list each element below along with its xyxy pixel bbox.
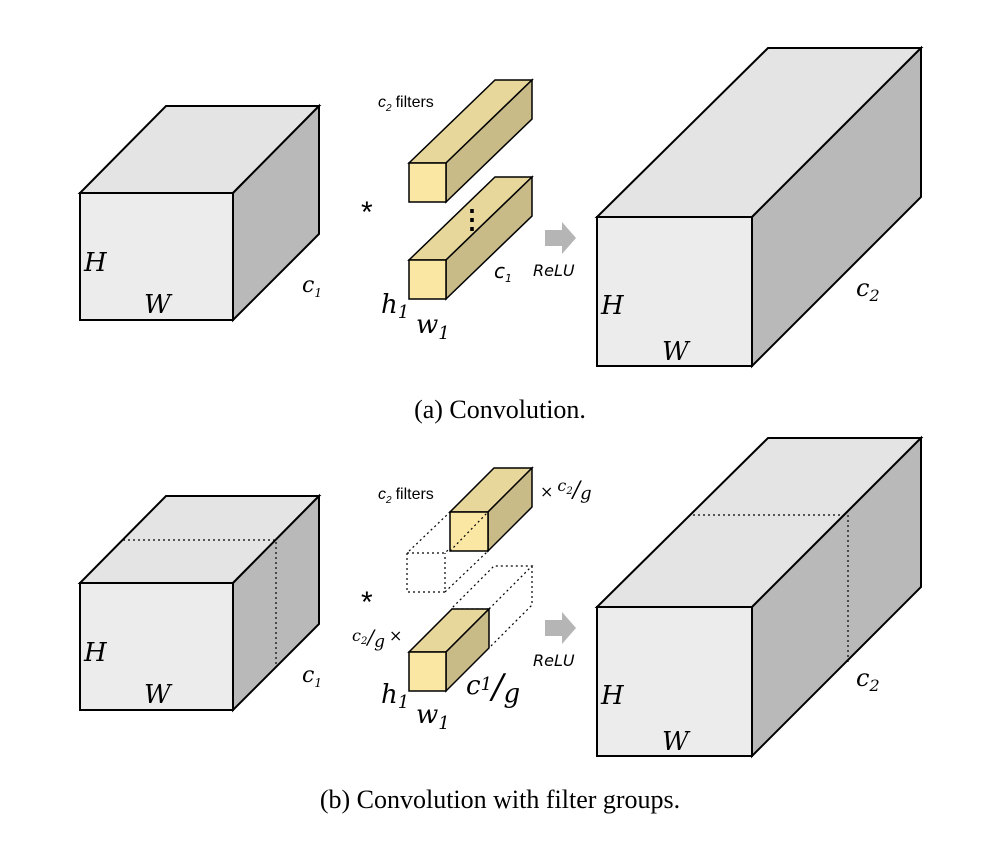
input-volume-b: [77, 493, 322, 713]
input-width-label: W: [144, 290, 173, 320]
relu-arrow-icon: [545, 222, 576, 254]
relu-arrow-icon: [545, 612, 576, 644]
convolution-operator: *: [361, 196, 373, 229]
input-front-face: [79, 582, 234, 711]
group-multiplier-left: c2/g×: [352, 625, 402, 652]
output-height-label: H: [600, 681, 625, 711]
input-channels-label: c1: [302, 663, 322, 690]
filter-channel-label: c1: [494, 259, 512, 285]
filter-height-label: h1: [381, 290, 409, 323]
caption-b: (b) Convolution with filter groups.: [320, 785, 680, 814]
filter-width-label: w1: [416, 310, 450, 344]
group-multiplier-top: ×c2/g: [540, 476, 592, 504]
relu-label: ReLU: [533, 261, 575, 280]
filter-group-top: [405, 466, 534, 593]
output-width-label: W: [662, 337, 691, 367]
filter-width-label: w1: [416, 700, 450, 734]
input-height-label: H: [83, 638, 108, 668]
input-volume-a: [77, 103, 322, 323]
filter-bar-bottom: [407, 175, 534, 301]
filter-height-label: h1: [381, 680, 409, 713]
output-channels-label: c2: [856, 274, 880, 305]
input-width-label: W: [144, 680, 173, 710]
output-volume-b: [594, 435, 924, 759]
output-front-face: [596, 606, 753, 757]
group-partition-line: [693, 514, 849, 664]
input-height-label: H: [83, 248, 108, 278]
output-channels-label: c2: [856, 664, 880, 695]
relu-label: ReLU: [533, 651, 575, 670]
group-partition-line: [123, 539, 277, 667]
filters-ellipsis: ⋮: [459, 204, 485, 234]
input-channels-label: c1: [302, 273, 322, 300]
filter-group-bottom: [407, 565, 534, 693]
output-front-face: [596, 216, 753, 367]
convolution-operator: *: [361, 586, 373, 619]
caption-a: (a) Convolution.: [414, 395, 586, 424]
filter-channel-group-label: c1/g: [466, 667, 520, 709]
output-width-label: W: [662, 727, 691, 757]
input-front-face: [79, 192, 234, 321]
filter-bar-top: [407, 78, 534, 204]
output-volume-a: [594, 45, 924, 369]
output-height-label: H: [600, 291, 625, 321]
